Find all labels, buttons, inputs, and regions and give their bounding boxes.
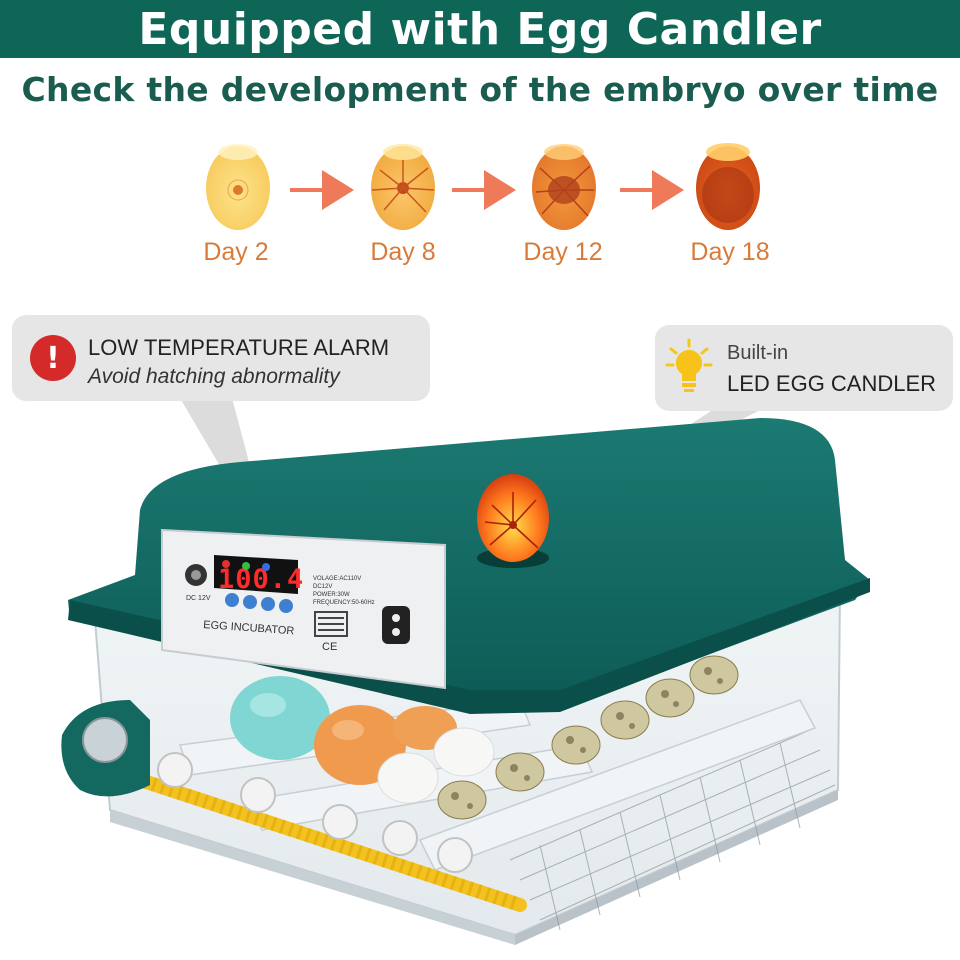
spec-line-2: DC12V bbox=[313, 584, 332, 590]
temperature-value: 100.4 bbox=[218, 564, 304, 595]
minus-button[interactable] bbox=[261, 597, 275, 611]
stage-egg-day-8 bbox=[371, 144, 435, 230]
power-socket bbox=[382, 606, 410, 644]
spec-line-1: VOLAGE:AC110V bbox=[313, 576, 361, 582]
stage-label-day-12: Day 12 bbox=[523, 238, 603, 266]
alarm-callout: ! LOW TEMPERATURE ALARM Avoid hatching a… bbox=[12, 315, 430, 401]
turn-button[interactable] bbox=[279, 599, 293, 613]
alarm-subtitle: Avoid hatching abnormality bbox=[88, 365, 340, 388]
spec-line-4: FREQUENCY:50-60Hz bbox=[313, 600, 375, 606]
stage-label-day-2: Day 2 bbox=[203, 238, 269, 266]
vent-grille bbox=[314, 611, 348, 637]
page-title: Equipped with Egg Candler bbox=[138, 3, 822, 55]
candler-line-1: Built-in bbox=[727, 342, 789, 364]
stage-label-day-8: Day 8 bbox=[370, 238, 436, 266]
plus-button[interactable] bbox=[243, 595, 257, 609]
spec-line-3: POWER:30W bbox=[313, 592, 350, 598]
stage-label-day-18: Day 18 bbox=[690, 238, 770, 266]
certification-marks: CE bbox=[322, 641, 337, 653]
candler-line-2: LED EGG CANDLER bbox=[727, 371, 937, 396]
stage-egg-day-18 bbox=[696, 143, 760, 230]
candled-egg bbox=[477, 474, 549, 568]
header-banner: Equipped with Egg Candler bbox=[0, 0, 960, 58]
lightbulb-icon bbox=[665, 338, 713, 392]
temperature-display bbox=[214, 555, 298, 594]
set-button[interactable] bbox=[225, 593, 239, 607]
candler-callout: Built-in LED EGG CANDLER bbox=[655, 325, 953, 411]
exclamation-icon: ! bbox=[30, 335, 76, 381]
eggs-inside bbox=[230, 655, 739, 820]
stage-egg-day-2 bbox=[206, 144, 270, 230]
control-panel: DC 12V 100.4 EGG INCUBATOR VOLAGE:AC110V… bbox=[161, 528, 446, 690]
dc-label: DC 12V bbox=[186, 595, 211, 602]
alarm-title: LOW TEMPERATURE ALARM bbox=[88, 335, 390, 360]
page-subtitle: Check the development of the embryo over… bbox=[21, 70, 939, 109]
stage-egg-day-12 bbox=[532, 144, 596, 230]
